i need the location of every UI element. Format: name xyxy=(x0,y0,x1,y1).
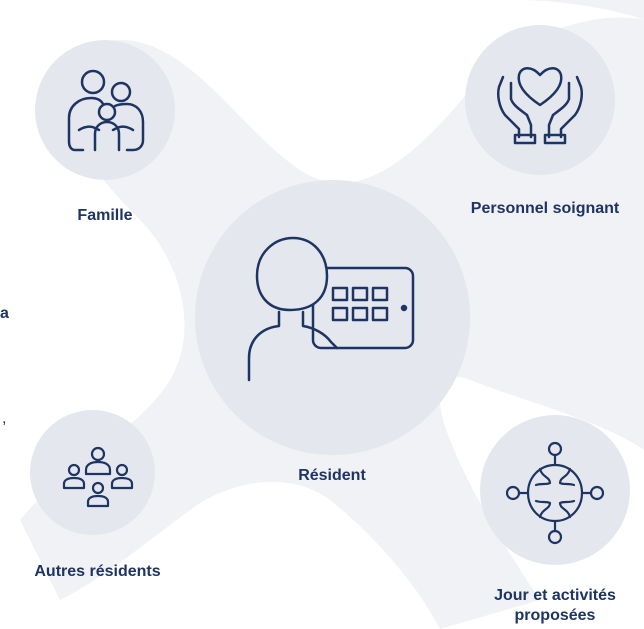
jour-circle xyxy=(480,415,630,565)
jour-label-line2: proposées xyxy=(514,607,596,624)
family-icon xyxy=(67,69,145,152)
personnel-label: Personnel soignant xyxy=(470,200,620,217)
caring-hands-icon xyxy=(497,67,583,145)
personnel-circle xyxy=(465,25,615,175)
autres-label: Autres résidents xyxy=(34,563,161,580)
puzzle-circle-icon xyxy=(505,441,605,545)
clipped-text-fragment: a xyxy=(0,305,9,322)
resident-label: Résident xyxy=(298,467,366,484)
resident-tablet-icon xyxy=(247,236,415,382)
resident-circle xyxy=(195,180,470,455)
famille-label: Famille xyxy=(77,207,133,224)
famille-circle xyxy=(35,40,175,180)
autres-circle xyxy=(30,410,155,535)
group-people-icon xyxy=(62,446,134,508)
clipped-text-fragment: , xyxy=(2,410,7,427)
jour-label-line1: Jour et activités xyxy=(494,587,616,604)
